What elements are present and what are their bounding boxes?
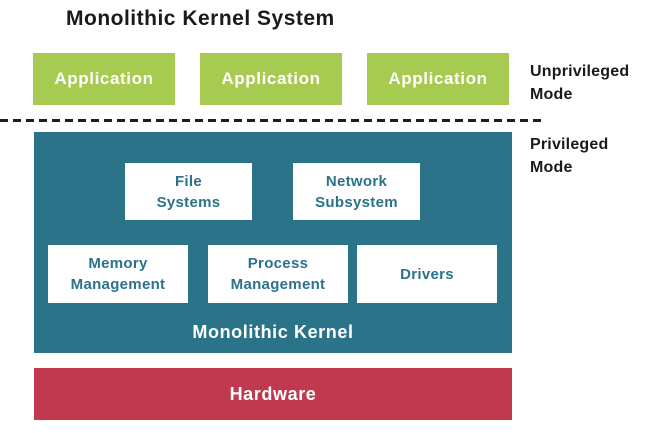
diagram-title: Monolithic Kernel System bbox=[66, 7, 335, 30]
monolithic-kernel-label: Monolithic Kernel bbox=[192, 322, 354, 342]
privilege-boundary-dashed-line bbox=[0, 119, 545, 122]
component-label-line1: Network bbox=[325, 172, 388, 190]
component-label-line1: Process bbox=[247, 255, 309, 272]
hardware-box: Hardware bbox=[34, 368, 512, 420]
unprivileged-mode-label: Unprivileged Mode bbox=[530, 60, 655, 106]
application-label: Application bbox=[54, 69, 154, 88]
unprivileged-mode-line1: Unprivileged bbox=[530, 63, 630, 80]
component-label-line2: Systems bbox=[156, 193, 221, 211]
application-box-2: Application bbox=[200, 53, 342, 105]
privileged-mode-label: Privileged Mode bbox=[530, 133, 655, 179]
privileged-mode-line2: Mode bbox=[530, 159, 573, 176]
component-label-line2: Management bbox=[70, 276, 166, 293]
component-drivers: Drivers bbox=[357, 245, 497, 303]
component-process-management: Process Management bbox=[208, 245, 348, 303]
component-label-line1: Drivers bbox=[400, 265, 454, 283]
unprivileged-mode-line2: Mode bbox=[530, 86, 573, 103]
component-label-line1: Memory bbox=[88, 255, 148, 272]
component-memory-management: Memory Management bbox=[48, 245, 188, 303]
hardware-label: Hardware bbox=[229, 383, 317, 404]
privileged-mode-line1: Privileged bbox=[530, 136, 609, 153]
component-network-subsystem: Network Subsystem bbox=[293, 163, 420, 220]
monolithic-kernel-box: File Systems Network Subsystem Memory Ma… bbox=[34, 132, 512, 353]
application-box-3: Application bbox=[367, 53, 509, 105]
component-label-line1: File bbox=[174, 172, 203, 190]
application-label: Application bbox=[388, 69, 488, 88]
component-file-systems: File Systems bbox=[125, 163, 252, 220]
component-label-line2: Subsystem bbox=[315, 193, 398, 211]
application-box-1: Application bbox=[33, 53, 175, 105]
component-label-line2: Management bbox=[230, 276, 326, 293]
application-label: Application bbox=[221, 69, 321, 88]
